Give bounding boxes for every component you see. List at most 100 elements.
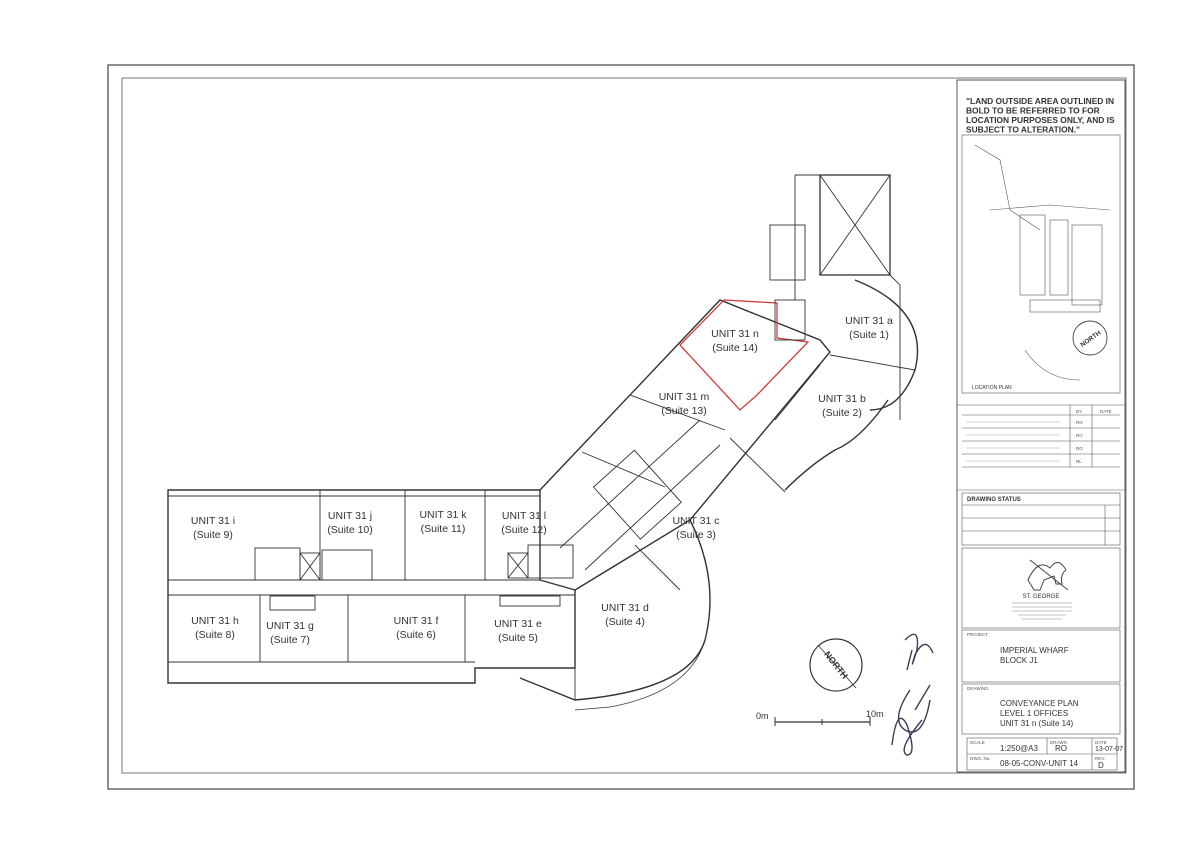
curve-unit-d-inner bbox=[574, 639, 706, 711]
company-name: ST. GEORGE bbox=[1023, 594, 1060, 600]
suite-label: (Suite 10) bbox=[327, 524, 373, 536]
lift-core-central-cross-2 bbox=[507, 552, 529, 579]
note-line: BOLD TO BE REFERRED TO FOR bbox=[966, 106, 1100, 116]
suite-label: (Suite 4) bbox=[605, 616, 645, 628]
divider-a-b bbox=[829, 354, 916, 371]
dwg-no-value: 08-05-CONV-UNIT 14 bbox=[1000, 759, 1079, 768]
loc-block-3 bbox=[1071, 224, 1103, 306]
loc-block-1 bbox=[1019, 214, 1046, 296]
suite-label: (Suite 8) bbox=[195, 629, 235, 641]
unit-label: UNIT 31 f bbox=[394, 615, 439, 627]
unit-labels: UNIT 31 a (Suite 1) UNIT 31 b (Suite 2) UNIT… bbox=[191, 315, 893, 646]
stair-core-central bbox=[527, 544, 574, 579]
scale-bar: 0m 10m bbox=[756, 709, 884, 726]
location-plan-frame bbox=[961, 134, 1121, 394]
unit-label: UNIT 31 g bbox=[266, 620, 314, 632]
suite-label: (Suite 14) bbox=[712, 342, 758, 354]
unit-label: UNIT 31 e bbox=[494, 618, 542, 630]
drawing-label: DRAWING bbox=[967, 686, 989, 691]
outer-border bbox=[107, 64, 1135, 790]
location-plan-map bbox=[974, 144, 1111, 381]
scale-label: SCALE bbox=[970, 740, 985, 745]
plan-north-label: NORTH bbox=[822, 649, 850, 680]
drawing-frame bbox=[961, 683, 1121, 735]
wc-core-west bbox=[321, 549, 373, 581]
drawing-status-title: DRAWING STATUS bbox=[967, 497, 1021, 503]
small-core-south-2 bbox=[499, 595, 561, 607]
diagonal-corridor-north bbox=[559, 419, 701, 549]
location-plan-caption: LOCATION PLAN bbox=[972, 385, 1012, 391]
unit-label: UNIT 31 m bbox=[659, 391, 710, 403]
unit-label: UNIT 31 j bbox=[328, 510, 372, 522]
date-value: 13-07-07 bbox=[1095, 746, 1123, 753]
suite-label: (Suite 1) bbox=[849, 329, 889, 341]
rev-header-date: DATE bbox=[1100, 409, 1112, 414]
loc-road-1 bbox=[974, 144, 1111, 231]
stair-core-suite-14 bbox=[774, 299, 806, 341]
unit-label: UNIT 31 k bbox=[419, 509, 467, 521]
rev-label: REV. bbox=[1095, 756, 1105, 761]
st-george-logo bbox=[1027, 559, 1069, 591]
revision-by: RO bbox=[1076, 433, 1083, 438]
suite-label: (Suite 3) bbox=[676, 529, 716, 541]
suite-label: (Suite 11) bbox=[421, 523, 466, 535]
revisions-table bbox=[957, 404, 1125, 468]
suite-label: (Suite 2) bbox=[822, 407, 862, 419]
title-block-frame bbox=[956, 79, 1126, 773]
curve-unit-b bbox=[784, 399, 889, 491]
small-core-south bbox=[269, 595, 316, 611]
logo-horse bbox=[1027, 562, 1067, 591]
stair-core-north bbox=[769, 224, 806, 281]
location-north-label: NORTH bbox=[1079, 330, 1102, 349]
dwg-no-label: DWG. No. bbox=[970, 756, 991, 761]
lift-core-west-cross-2 bbox=[299, 552, 321, 581]
divider-m bbox=[629, 394, 726, 431]
signature-1 bbox=[904, 633, 934, 671]
unit-label: UNIT 31 a bbox=[845, 315, 893, 327]
note-line: "LAND OUTSIDE AREA OUTLINED IN bbox=[966, 96, 1114, 106]
atrium-void-cross-2 bbox=[819, 174, 891, 276]
revision-by: RO bbox=[1076, 420, 1083, 425]
divider-c bbox=[729, 437, 786, 493]
inner-border bbox=[121, 77, 1127, 774]
ne-block-outline bbox=[794, 174, 901, 420]
unit-label: UNIT 31 l bbox=[502, 510, 546, 522]
project-line-1: IMPERIAL WHARF bbox=[1000, 646, 1069, 655]
suite-14-boundary bbox=[679, 299, 810, 411]
unit-label: UNIT 31 n bbox=[711, 328, 759, 340]
lift-core-central bbox=[507, 552, 529, 579]
lift-core-west bbox=[299, 552, 321, 581]
project-line-2: BLOCK J1 bbox=[1000, 656, 1038, 665]
suite-label: (Suite 13) bbox=[661, 405, 707, 417]
unit-label: UNIT 31 c bbox=[672, 515, 719, 527]
plan-north-needle bbox=[817, 644, 857, 689]
company-frame bbox=[961, 547, 1121, 629]
diagonal-wing-outline bbox=[539, 299, 831, 591]
signatures bbox=[891, 633, 934, 756]
curve-unit-a-b bbox=[854, 279, 919, 411]
revision-by: RL bbox=[1076, 459, 1082, 464]
drawn-label: DRAWN bbox=[1050, 740, 1067, 745]
unit-label: UNIT 31 b bbox=[818, 393, 866, 405]
unit-label: UNIT 31 d bbox=[601, 602, 649, 614]
drawing-line-3: UNIT 31 n (Suite 14) bbox=[1000, 719, 1074, 728]
drawn-value: RO bbox=[1055, 744, 1067, 753]
loc-curve bbox=[1024, 349, 1081, 381]
location-north-circle bbox=[1072, 320, 1108, 356]
note-line: LOCATION PURPOSES ONLY, AND IS bbox=[966, 115, 1115, 125]
suite-label: (Suite 5) bbox=[498, 632, 538, 644]
loc-block-2 bbox=[1049, 219, 1069, 296]
diagonal-corridor-south bbox=[584, 444, 721, 571]
divider-b-inner bbox=[774, 364, 821, 421]
divider-m-l bbox=[581, 451, 666, 488]
unit-label: UNIT 31 h bbox=[191, 615, 239, 627]
unit-label: UNIT 31 i bbox=[191, 515, 235, 527]
scale-start-label: 0m bbox=[756, 711, 769, 721]
logo-lance bbox=[1029, 559, 1069, 591]
signature-2 bbox=[891, 684, 931, 756]
drawing-line-1: CONVEYANCE PLAN bbox=[1000, 699, 1079, 708]
